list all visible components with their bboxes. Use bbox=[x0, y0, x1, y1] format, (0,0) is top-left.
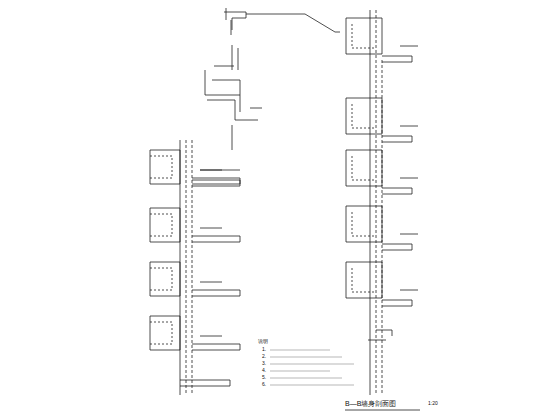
note-text: 1:20 bbox=[428, 401, 438, 407]
section-line bbox=[200, 282, 222, 283]
section-line bbox=[382, 188, 412, 194]
section-line bbox=[400, 290, 418, 291]
note-text: 2. bbox=[262, 354, 266, 360]
section-line bbox=[150, 268, 172, 290]
note-text: 6. bbox=[262, 382, 266, 388]
section-line bbox=[192, 236, 240, 242]
section-line bbox=[382, 56, 412, 62]
section-line bbox=[346, 206, 382, 242]
note-line bbox=[270, 357, 342, 358]
section-line bbox=[150, 150, 180, 184]
section-line bbox=[150, 322, 172, 344]
note-text: 说明 bbox=[258, 339, 268, 345]
section-line bbox=[150, 208, 180, 242]
section-line bbox=[346, 150, 382, 186]
note-text: 3. bbox=[262, 361, 266, 367]
title-underline bbox=[345, 410, 420, 411]
section-line bbox=[200, 336, 222, 337]
drawing-title: B—B墙身剖面图 bbox=[345, 400, 396, 408]
section-line bbox=[400, 126, 418, 127]
section-line bbox=[346, 262, 382, 298]
section-line bbox=[400, 46, 418, 47]
section-line bbox=[346, 18, 382, 54]
section-line bbox=[352, 24, 376, 48]
section-line bbox=[352, 156, 376, 180]
section-line bbox=[200, 228, 222, 229]
section-line bbox=[352, 104, 376, 128]
section-line bbox=[352, 212, 376, 236]
section-line bbox=[192, 290, 240, 296]
section-line bbox=[192, 178, 240, 184]
section-line bbox=[150, 214, 172, 236]
note-line bbox=[270, 385, 354, 386]
note-line bbox=[270, 350, 330, 351]
section-line bbox=[352, 268, 376, 292]
section-line bbox=[382, 136, 412, 142]
note-text: 4. bbox=[262, 368, 266, 374]
section-line bbox=[382, 244, 412, 250]
section-line bbox=[150, 262, 180, 296]
section-line bbox=[150, 316, 180, 350]
section-line bbox=[400, 234, 418, 235]
section-line bbox=[180, 380, 230, 386]
section-line bbox=[400, 178, 418, 179]
note-line bbox=[270, 378, 342, 379]
section-line bbox=[192, 344, 240, 350]
section-line bbox=[346, 98, 382, 134]
note-line bbox=[270, 364, 354, 365]
section-line bbox=[192, 170, 240, 186]
section-line bbox=[368, 330, 392, 340]
note-line bbox=[270, 371, 330, 372]
section-line bbox=[150, 156, 172, 178]
note-text: 5. bbox=[262, 375, 266, 381]
section-line bbox=[382, 300, 412, 306]
note-text: 1. bbox=[262, 347, 266, 353]
